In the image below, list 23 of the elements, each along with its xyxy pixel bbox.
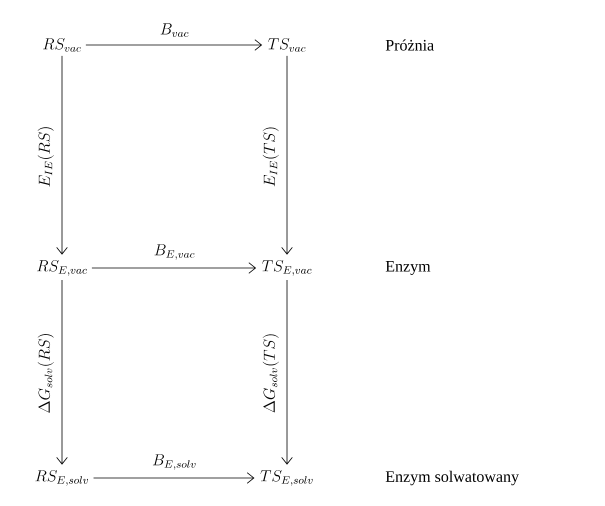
edge-label: $E_{IE}(RS)$ bbox=[38, 127, 54, 187]
arrow bbox=[93, 472, 254, 484]
state-label: $RS_{E,vac}$ bbox=[37, 260, 87, 276]
edge-label: $B_{E,solv}$ bbox=[152, 454, 196, 470]
arrow bbox=[281, 280, 293, 465]
row-label: Enzym solwatowany bbox=[386, 470, 519, 486]
edge-label: $E_{IE}(TS)$ bbox=[262, 128, 279, 186]
state-label: $TS_{E,vac}$ bbox=[262, 260, 312, 276]
state-label: $TS_{vac}$ bbox=[268, 38, 306, 52]
arrow bbox=[92, 262, 256, 274]
edge-label: $B_{E,vac}$ bbox=[154, 244, 195, 260]
state-label: $RS_{E,solv}$ bbox=[35, 470, 88, 486]
edge-label: $\Delta G_{solv}(RS)$ bbox=[38, 334, 54, 413]
arrow bbox=[56, 280, 68, 465]
arrow bbox=[85, 39, 262, 51]
state-label: $RS_{vac}$ bbox=[43, 38, 81, 52]
arrow bbox=[281, 56, 293, 255]
state-label: $TS_{E,solv}$ bbox=[260, 470, 313, 486]
edge-label: $B_{vac}$ bbox=[160, 23, 189, 37]
edge-label: $\Delta G_{solv}(TS)$ bbox=[262, 334, 279, 412]
row-label: Próżnia bbox=[386, 39, 434, 51]
arrow bbox=[56, 56, 68, 255]
row-label: Enzym bbox=[386, 261, 430, 275]
